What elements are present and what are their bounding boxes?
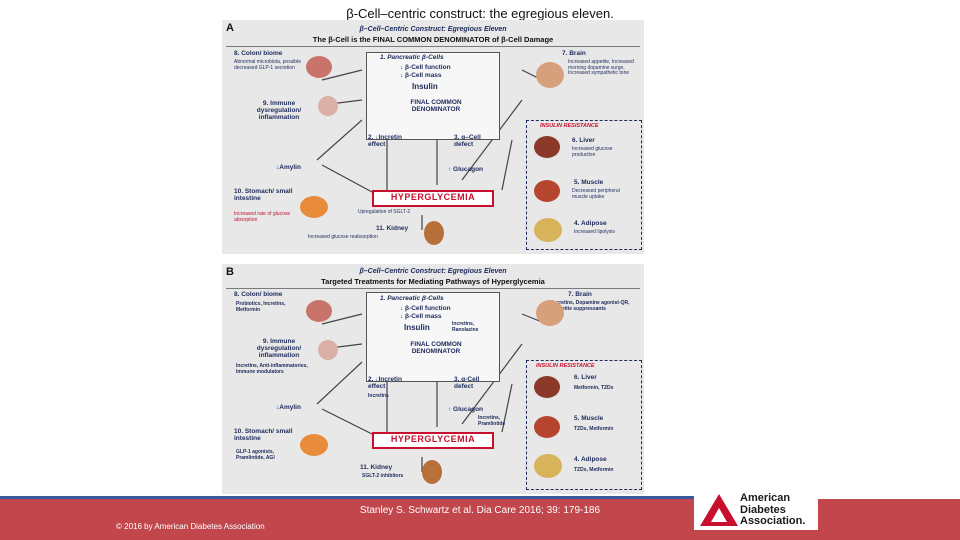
hyperglycemia-box: HYPERGLYCEMIA xyxy=(372,190,494,207)
immune-title: 9. Immune dysregulation/ inflammation xyxy=(256,338,302,360)
ada-logo: American Diabetes Association. xyxy=(694,490,818,530)
pancreas-insulin: Insulin xyxy=(404,323,430,332)
kidney-note: Increased glucose reabsorption xyxy=(308,234,378,240)
stomach-title: 10. Stomach/ small intestine xyxy=(234,188,293,203)
muscle-title: 5. Muscle xyxy=(574,179,604,186)
panel-heading: The β-Cell is the FINAL COMMON DENOMINAT… xyxy=(312,35,554,44)
colon-image xyxy=(306,56,332,78)
slide-title: β-Cell–centric construct: the egregious … xyxy=(346,6,614,21)
ada-triangle-icon xyxy=(700,494,738,526)
immune-title: 9. Immune dysregulation/ inflammation xyxy=(256,100,302,122)
citation: Stanley S. Schwartz et al. Dia Care 2016… xyxy=(359,505,601,516)
figure: A β–Cell–Centric Construct: Egregious El… xyxy=(222,20,644,494)
brain-note: Incretins, Dopamine agonist-QR, Appetite… xyxy=(552,300,630,312)
kidney-title: 11. Kidney xyxy=(376,225,409,232)
pancreas-title: 1. Pancreatic β-Cells xyxy=(380,295,444,302)
kidney-title: 11. Kidney xyxy=(360,464,393,471)
incretin-title: 2. ↓Incretin effect xyxy=(368,134,402,149)
liver-image xyxy=(534,136,560,158)
stomach-image xyxy=(300,434,328,456)
sglt-note: Upregulation of SGLT-2 xyxy=(358,209,411,215)
insulin-resistance-label: INSULIN RESISTANCE xyxy=(540,123,599,129)
brain-note: Increased appetite, Increased morning do… xyxy=(568,59,634,76)
alpha-cell-title: 3. α–Cell defect xyxy=(454,134,481,149)
divider xyxy=(226,288,640,289)
immune-image xyxy=(318,96,338,116)
panel-heading: Targeted Treatments for Mediating Pathwa… xyxy=(321,277,545,286)
ada-logo-text: American Diabetes Association. xyxy=(740,492,806,528)
immune-note: Incretins, Anti-inflammatories, Immune m… xyxy=(236,363,308,375)
muscle-note: TZDs, Metformin xyxy=(574,426,614,432)
colon-image xyxy=(306,300,332,322)
immune-image xyxy=(318,340,338,360)
panel-a: A β–Cell–Centric Construct: Egregious El… xyxy=(222,20,644,254)
adipose-title: 4. Adipose xyxy=(574,456,607,463)
adipose-image xyxy=(534,218,562,242)
muscle-image xyxy=(534,416,560,438)
liver-note: Metformin, TZDs xyxy=(574,385,614,391)
pancreas-line-2: ↓ β-Cell mass xyxy=(400,313,442,320)
colon-title: 8. Colon/ biome xyxy=(234,50,283,57)
panel-label: A xyxy=(226,22,234,34)
glucagon-note: Incretins, Pramlintide xyxy=(478,415,506,427)
pancreas-box xyxy=(366,292,500,382)
pancreas-line-1: ↓ β-Cell function xyxy=(400,64,451,71)
hyperglycemia-box: HYPERGLYCEMIA xyxy=(372,432,494,449)
amylin-label: ↓Amylin xyxy=(276,164,301,171)
adipose-note: TZDs, Metformin xyxy=(574,467,614,473)
kidney-image xyxy=(422,460,442,484)
colon-note: Probiotics, Incretins, Metformin xyxy=(236,301,286,313)
kidney-note: SGLT-2 inhibitors xyxy=(362,473,404,479)
insulin-resistance-box xyxy=(526,360,642,490)
panel-b: B β–Cell–Centric Construct: Egregious El… xyxy=(222,264,644,494)
divider xyxy=(226,46,640,47)
final-common-denominator: FINAL COMMON DENOMINATOR xyxy=(410,341,462,356)
adipose-note: Increased lipolysis xyxy=(574,229,615,235)
pancreas-title: 1. Pancreatic β-Cells xyxy=(380,54,444,61)
colon-note: Abnormal microbiota, possible decreased … xyxy=(234,59,301,71)
stomach-title: 10. Stomach/ small intestine xyxy=(234,428,293,443)
incretin-title: 2. ↓Incretin effect xyxy=(368,376,402,391)
stomach-note: GLP-1 agonists, Pramlintide, AGI xyxy=(236,449,275,461)
incretin-note: Incretins xyxy=(368,393,389,399)
liver-image xyxy=(534,376,560,398)
liver-note: Increased glucose production xyxy=(572,146,613,158)
kidney-image xyxy=(424,221,444,245)
footer-accent-line xyxy=(0,496,700,499)
panel-subtitle: β–Cell–Centric Construct: Egregious Elev… xyxy=(359,26,507,33)
logo-line-1: American xyxy=(740,492,791,504)
final-common-denominator: FINAL COMMON DENOMINATOR xyxy=(410,99,462,114)
adipose-image xyxy=(534,454,562,478)
insulin-resistance-label: INSULIN RESISTANCE xyxy=(536,363,595,369)
pancreas-insulin: Insulin xyxy=(412,82,438,91)
muscle-title: 5. Muscle xyxy=(574,415,604,422)
brain-image xyxy=(536,300,564,326)
panel-subtitle: β–Cell–Centric Construct: Egregious Elev… xyxy=(359,268,507,275)
adipose-title: 4. Adipose xyxy=(574,220,607,227)
pancreas-box xyxy=(366,52,500,140)
pancreas-line-1: ↓ β-Cell function xyxy=(400,305,451,312)
logo-line-2: Diabetes xyxy=(740,503,786,516)
muscle-note: Decreased peripheral muscle uptake xyxy=(572,188,620,200)
logo-line-3: Association. xyxy=(740,515,806,528)
stomach-image xyxy=(300,196,328,218)
brain-image xyxy=(536,62,564,88)
glucagon-label: ↑ Glucagon xyxy=(448,166,484,173)
insulin-resistance-box xyxy=(526,120,642,250)
pancreas-treatment: Incretins, Ranolazine xyxy=(452,321,479,333)
alpha-cell-title: 3. α-Cell defect xyxy=(454,376,480,391)
brain-title: 7. Brain xyxy=(562,50,586,57)
brain-title: 7. Brain xyxy=(568,291,592,298)
panel-label: B xyxy=(226,266,234,278)
copyright: © 2016 by American Diabetes Association xyxy=(116,522,265,531)
glucagon-label: ↑ Glucagon xyxy=(448,406,484,413)
liver-title: 6. Liver xyxy=(572,137,595,144)
colon-title: 8. Colon/ biome xyxy=(234,291,283,298)
stomach-note: Increased rate of glucose absorption xyxy=(234,211,291,223)
muscle-image xyxy=(534,180,560,202)
pancreas-line-2: ↓ β-Cell mass xyxy=(400,72,442,79)
amylin-label: ↓Amylin xyxy=(276,404,301,411)
liver-title: 6. Liver xyxy=(574,374,597,381)
